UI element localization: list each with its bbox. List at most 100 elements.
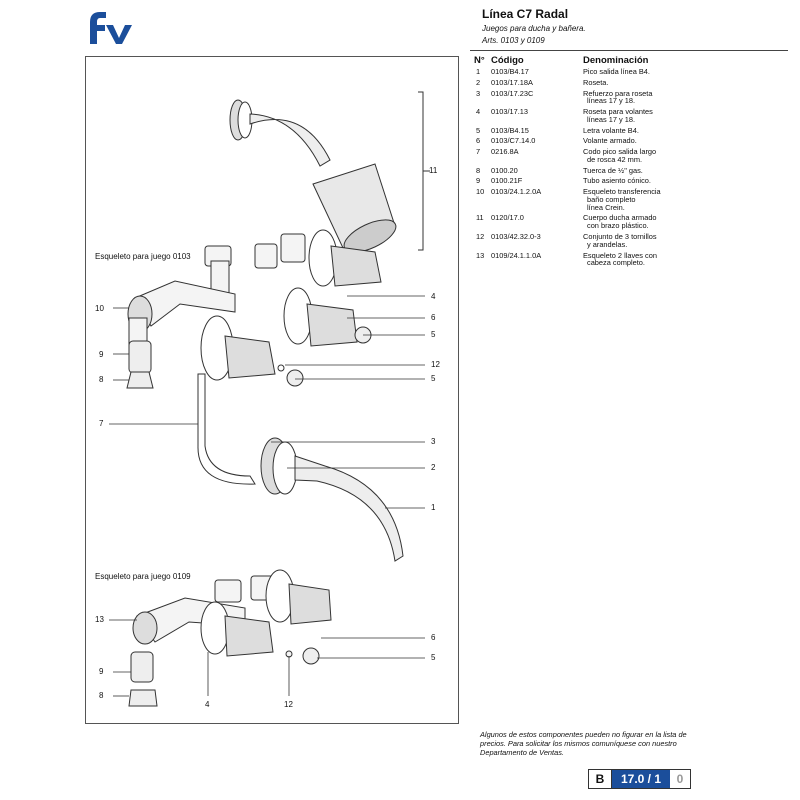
article-numbers: Arts. 0103 y 0109	[482, 36, 545, 45]
row-number	[474, 97, 491, 105]
callout-1: 1	[431, 503, 436, 512]
row-description: con brazo plástico.	[587, 221, 649, 231]
row-description: Tuerca de ½" gas.	[583, 165, 643, 175]
table-row: líneas 17 y 18.	[474, 116, 786, 124]
row-code: 0103/B4.15	[491, 125, 529, 135]
page-letter: B	[589, 770, 612, 788]
row-code: 0103/17.23C	[491, 88, 534, 98]
col-header-name: Denominación	[583, 55, 649, 66]
row-number: 13	[476, 250, 485, 260]
table-row: líneas 17 y 18.	[474, 97, 786, 105]
header-divider	[470, 50, 788, 51]
row-description: Tubo asiento cónico.	[583, 176, 651, 186]
page-sub: 0	[670, 770, 690, 788]
row-code: 0100.20	[491, 165, 518, 175]
row-code: 0103/C7.14.0	[491, 136, 536, 146]
page-subtitle: Juegos para ducha y bañera.	[482, 24, 586, 33]
callout-12: 12	[431, 360, 440, 369]
row-number: 6	[476, 136, 481, 146]
fv-logo	[84, 8, 132, 46]
row-number	[474, 241, 491, 249]
row-number: 5	[476, 125, 481, 135]
callout-8: 8	[99, 375, 104, 384]
row-description: Refuerzo para roseta	[583, 88, 653, 98]
callout-9-0109: 9	[99, 667, 104, 676]
row-number	[474, 116, 491, 124]
shower-head	[229, 99, 397, 253]
row-number: 12	[476, 231, 485, 241]
row-code	[491, 241, 583, 249]
row-description: Pico salida línea B4.	[583, 66, 650, 76]
row-description: Codo pico salida largo	[583, 147, 657, 157]
callout-12-0109: 12	[284, 700, 293, 709]
row-number: 2	[476, 77, 481, 87]
elbow-and-spout	[197, 373, 404, 562]
parts-table: N° Código Denominación 1 0103/B4.17 Pico s…	[474, 56, 786, 267]
row-description: Esqueleto transferencia	[583, 187, 661, 197]
row-description: línea Crein.	[587, 202, 625, 212]
row-number	[474, 196, 491, 204]
tube-and-nut-0109	[128, 651, 158, 707]
row-description: Esqueleto 2 llaves con	[583, 250, 657, 260]
row-number: 10	[476, 187, 485, 197]
page-title: Línea C7 Radal	[482, 7, 569, 21]
row-code: 0109/24.1.1.0A	[491, 250, 542, 260]
row-description: cabeza completo.	[587, 258, 645, 268]
handles-0103	[200, 229, 382, 387]
row-code: 0103/17.13	[491, 107, 528, 117]
row-number: 1	[476, 66, 481, 76]
callout-5-lower: 5	[431, 374, 436, 383]
col-header-code: Código	[491, 55, 524, 66]
row-description: y arandelas.	[587, 239, 628, 249]
tube-and-nut-0103	[126, 340, 154, 389]
label-skeleton-0103: Esqueleto para juego 0103	[95, 252, 191, 261]
callout-10: 10	[95, 304, 104, 313]
row-code: 0103/24.1.2.0A	[491, 187, 542, 197]
row-code: 0100.21F	[491, 176, 523, 186]
row-description: Letra volante B4.	[583, 125, 639, 135]
callout-8-0109: 8	[99, 691, 104, 700]
row-description: Conjunto de 3 tornillos	[583, 231, 657, 241]
row-code	[491, 259, 583, 267]
callout-11: 11	[429, 166, 438, 175]
table-row: 1 0103/B4.17 Pico salida línea B4.	[474, 68, 786, 76]
table-row: y arandelas.	[474, 239, 786, 249]
row-number: 3	[476, 88, 481, 98]
table-row: 10 0103/24.1.2.0A Esqueleto transferencia	[474, 185, 786, 196]
row-number	[474, 204, 491, 212]
row-code	[491, 204, 583, 212]
row-code	[491, 97, 583, 105]
row-code: 0120/17.0	[491, 213, 524, 223]
page-reference: B 17.0 / 1 0	[588, 769, 691, 789]
row-description: líneas 17 y 18.	[587, 96, 636, 106]
skeleton-0103	[127, 233, 306, 345]
row-description: Cuerpo ducha armado	[583, 213, 657, 223]
table-row: de rosca 42 mm.	[474, 156, 786, 164]
row-code: 0103/B4.17	[491, 66, 529, 76]
callout-13: 13	[95, 615, 104, 624]
exploded-view-drawing: Esqueleto para juego 0103 Esqueleto para…	[85, 56, 459, 724]
table-row: 5 0103/B4.15 Letra volante B4.	[474, 124, 786, 135]
callout-4-0109: 4	[205, 700, 210, 709]
callout-5-0109: 5	[431, 653, 436, 662]
table-row: 9 0100.21F Tubo asiento cónico.	[474, 174, 786, 185]
table-row: 2 0103/17.18A Roseta.	[474, 76, 786, 87]
table-row: línea Crein.	[474, 202, 786, 212]
page-number: 17.0 / 1	[612, 770, 670, 788]
drawing-frame	[85, 56, 459, 724]
callout-3: 3	[431, 437, 436, 446]
row-code	[491, 196, 583, 204]
label-skeleton-0109: Esqueleto para juego 0109	[95, 572, 191, 581]
table-row: baño completo	[474, 196, 786, 204]
col-header-no: N°	[474, 55, 485, 66]
row-code: 0103/17.18A	[491, 77, 533, 87]
row-code: 0216.8A	[491, 147, 519, 157]
row-number: 9	[476, 176, 481, 186]
row-code	[491, 222, 583, 230]
footer-note: Algunos de estos componentes pueden no f…	[480, 730, 687, 757]
row-description: Roseta.	[583, 77, 609, 87]
